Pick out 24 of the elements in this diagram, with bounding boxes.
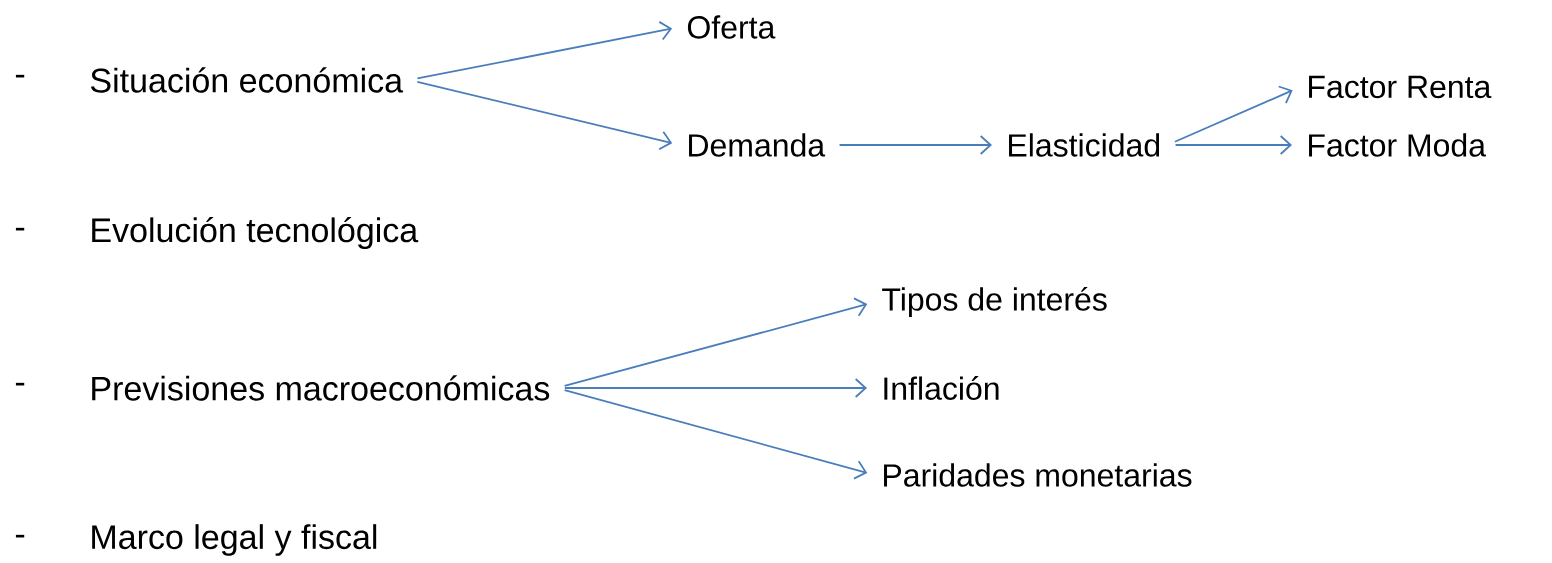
arrow (416, 80, 673, 151)
arrow (563, 297, 868, 387)
arrow (416, 21, 673, 80)
list-item-text: Evolución tecnológica (92, 216, 419, 250)
arrow (1174, 85, 1293, 143)
bullet-dash: - (15, 227, 25, 231)
branch-text: Inflación (884, 376, 999, 400)
branch-text: Factor Renta (1309, 75, 1492, 99)
arrow (564, 378, 867, 398)
branch-text: Oferta (687, 15, 776, 39)
list-item-text: Situación económica (90, 67, 404, 93)
arrow (838, 135, 992, 155)
arrow (563, 389, 868, 480)
branch-text: Paridades monetarias (884, 463, 1192, 487)
branch-text: Factor Moda (1309, 133, 1486, 157)
list-item-text: Marco legal y fiscal (92, 524, 377, 556)
branch-text: Demanda (689, 133, 826, 157)
branch-text: Elasticidad (1009, 133, 1160, 157)
bullet-dash: - (15, 534, 25, 538)
bullet-dash: - (15, 74, 25, 78)
arrow (1174, 135, 1292, 155)
list-item-text: Previsiones macroeconómicas (92, 375, 550, 401)
branch-text: Tipos de interés (882, 286, 1107, 318)
bullet-dash: - (15, 382, 25, 386)
